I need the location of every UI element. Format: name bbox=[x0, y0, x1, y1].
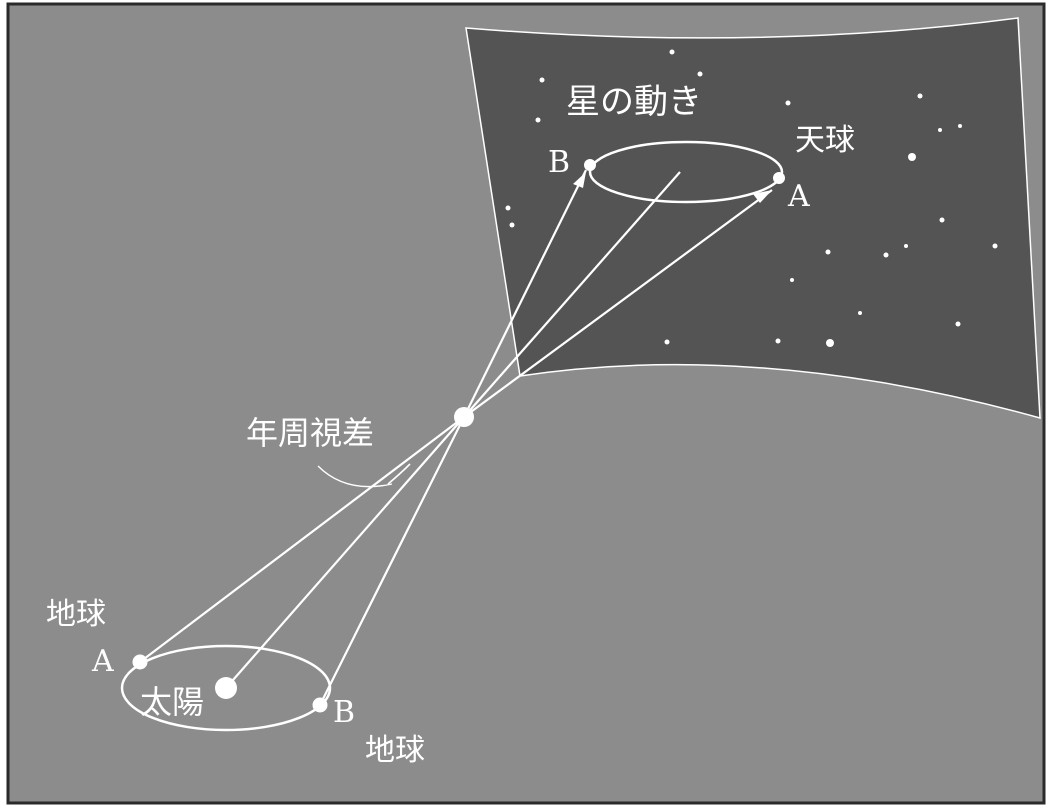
star bbox=[669, 49, 675, 55]
earth-a-label: 地球 bbox=[46, 597, 106, 632]
arrowhead-a bbox=[753, 190, 772, 203]
star bbox=[697, 71, 703, 77]
sky-point-a bbox=[773, 172, 785, 184]
star bbox=[826, 339, 834, 347]
star bbox=[509, 222, 515, 228]
earth-b-dot bbox=[312, 697, 328, 713]
star-motion-ellipse bbox=[588, 140, 784, 204]
sky-point-a-label: A bbox=[787, 179, 810, 214]
star bbox=[908, 153, 916, 161]
sky-point-b-label: B bbox=[548, 145, 570, 180]
star bbox=[958, 124, 962, 128]
star bbox=[539, 77, 545, 83]
star bbox=[535, 117, 541, 123]
star bbox=[904, 244, 908, 248]
sun-label: 太陽 bbox=[140, 683, 204, 721]
orbit-point-a-label: A bbox=[91, 644, 114, 679]
star bbox=[775, 338, 781, 344]
star bbox=[955, 321, 961, 327]
sight-lines bbox=[139, 169, 773, 706]
star-field bbox=[505, 49, 998, 347]
sight-line-sun bbox=[225, 416, 465, 689]
star bbox=[939, 217, 945, 223]
sight-line-earth-b bbox=[319, 416, 465, 706]
sky-point-b bbox=[584, 159, 596, 171]
parallax-leader-line bbox=[317, 465, 393, 488]
sight-line-to-center bbox=[463, 171, 681, 418]
celestial-sphere-label: 天球 bbox=[795, 123, 855, 158]
earth-b-label: 地球 bbox=[365, 733, 425, 768]
earth-a-dot bbox=[132, 654, 148, 670]
arrowhead-b bbox=[573, 172, 586, 188]
orbit-point-b-label: B bbox=[333, 695, 355, 730]
star bbox=[917, 93, 923, 99]
sight-line-to-b bbox=[463, 169, 587, 418]
star bbox=[883, 252, 889, 258]
star bbox=[505, 205, 511, 211]
sight-line-to-a bbox=[463, 189, 773, 418]
target-star bbox=[454, 407, 474, 427]
parallax-angle-arc bbox=[387, 463, 411, 485]
sight-line-earth-a bbox=[139, 416, 465, 663]
earth-orbit-ellipse bbox=[120, 644, 332, 732]
star bbox=[785, 100, 791, 106]
sun-dot bbox=[215, 677, 237, 699]
annual-parallax-label: 年周視差 bbox=[246, 414, 374, 452]
star bbox=[938, 128, 942, 132]
star bbox=[825, 249, 831, 255]
star bbox=[992, 243, 998, 249]
star-motion-label: 星の動き bbox=[566, 82, 702, 122]
star bbox=[858, 311, 862, 315]
star bbox=[664, 339, 670, 345]
star bbox=[790, 278, 794, 282]
celestial-sphere-panel bbox=[465, 17, 1041, 420]
